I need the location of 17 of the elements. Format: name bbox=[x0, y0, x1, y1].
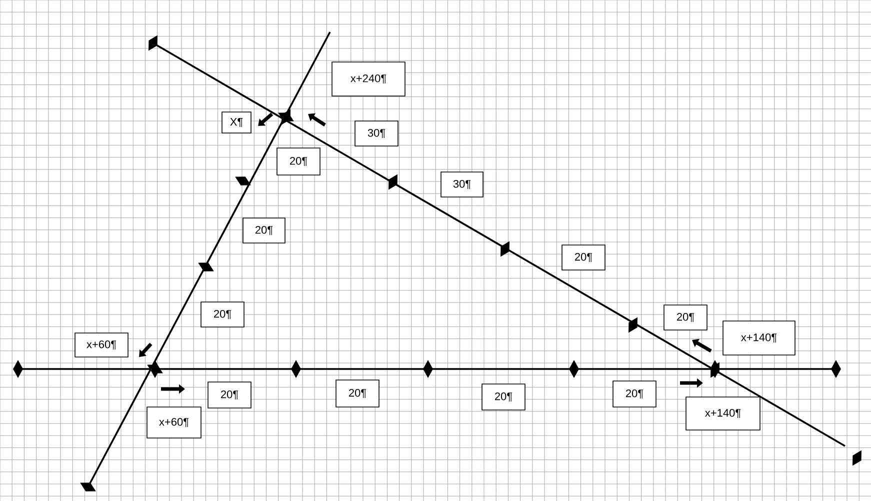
label-box: x+140¶ bbox=[686, 396, 760, 430]
label-box: 20¶ bbox=[208, 382, 252, 408]
label-box: 20¶ bbox=[664, 304, 708, 330]
label-box: 20¶ bbox=[482, 384, 526, 410]
label-box: x+140¶ bbox=[722, 320, 796, 356]
label-box: 20¶ bbox=[200, 302, 244, 328]
label-box: 20¶ bbox=[242, 218, 286, 244]
label-box: 20¶ bbox=[336, 380, 380, 408]
label-box: 30¶ bbox=[354, 120, 398, 146]
label-box: X¶ bbox=[222, 112, 252, 134]
label-box: x+60¶ bbox=[146, 406, 202, 438]
label-box: x+240¶ bbox=[332, 62, 406, 96]
label-box: x+60¶ bbox=[74, 332, 128, 358]
label-box: 20¶ bbox=[276, 148, 320, 176]
label-box: 20¶ bbox=[612, 380, 656, 408]
label-box: 30¶ bbox=[440, 172, 484, 198]
label-box: 20¶ bbox=[562, 244, 606, 270]
